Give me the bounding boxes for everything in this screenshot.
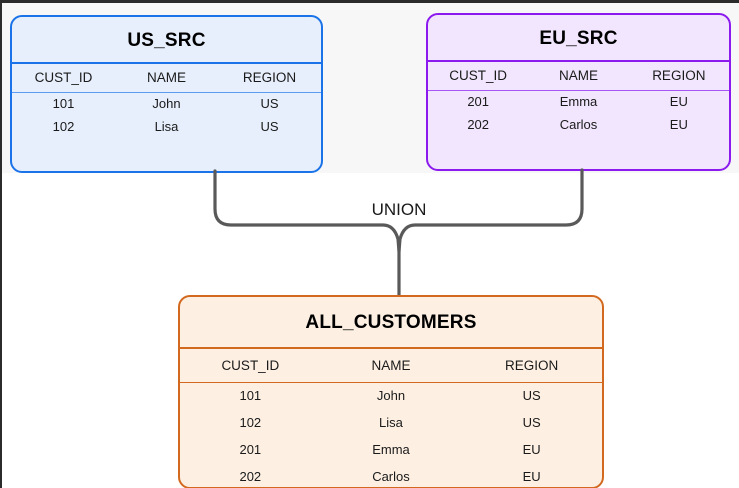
entity-title-all-customers: ALL_CUSTOMERS — [180, 297, 602, 349]
cell-cust-id: 201 — [467, 94, 490, 110]
column-header-cust-id: CUST_ID — [12, 64, 115, 93]
table-row: 202 Carlos EU — [428, 113, 729, 136]
table-row: 201 Emma EU — [180, 436, 602, 463]
table-row: 101 John US — [12, 92, 321, 115]
entity-box-us-src[interactable]: US_SRC CUST_ID NAME REGION 101 John US 1… — [10, 15, 323, 173]
cell-cust-id: 101 — [52, 96, 75, 112]
table-row: 202 Carlos EU — [180, 463, 602, 487]
cell-region: US — [260, 96, 279, 112]
table-row: 102 Lisa US — [180, 409, 602, 436]
cell-cust-id: 102 — [52, 119, 75, 134]
table-header-row: CUST_ID NAME REGION — [180, 349, 602, 383]
column-header-name: NAME — [115, 64, 218, 93]
cell-region: EU — [669, 117, 688, 132]
cell-region: US — [260, 119, 279, 134]
union-operation-label: UNION — [371, 200, 427, 219]
column-header-cust-id: CUST_ID — [180, 349, 321, 383]
cell-region: US — [522, 388, 541, 404]
cell-name: Emma — [372, 442, 410, 457]
cell-name: Lisa — [379, 415, 403, 430]
cell-cust-id: 101 — [239, 388, 262, 404]
cell-region: EU — [522, 442, 541, 457]
cell-region: EU — [522, 469, 541, 484]
cell-cust-id: 201 — [239, 442, 262, 457]
cell-cust-id: 102 — [239, 415, 262, 430]
entity-table-us-src: CUST_ID NAME REGION 101 John US 102 Lisa… — [12, 64, 321, 138]
column-header-region: REGION — [461, 349, 602, 383]
entity-table-eu-src: CUST_ID NAME REGION 201 Emma EU 202 Carl… — [428, 62, 729, 136]
cell-name: John — [376, 388, 406, 404]
column-header-region: REGION — [628, 62, 729, 91]
entity-table-all-customers: CUST_ID NAME REGION 101 John US 102 Lisa… — [180, 349, 602, 487]
entity-box-all-customers[interactable]: ALL_CUSTOMERS CUST_ID NAME REGION 101 Jo… — [178, 295, 604, 488]
table-row: 102 Lisa US — [12, 115, 321, 138]
entity-title-us-src: US_SRC — [12, 17, 321, 64]
cell-name: John — [152, 96, 181, 112]
cell-region: EU — [669, 94, 688, 110]
cell-name: Lisa — [154, 119, 179, 134]
table-header-row: CUST_ID NAME REGION — [428, 62, 729, 91]
cell-cust-id: 202 — [239, 469, 262, 484]
table-row: 101 John US — [180, 382, 602, 409]
entity-box-eu-src[interactable]: EU_SRC CUST_ID NAME REGION 201 Emma EU 2… — [426, 13, 731, 171]
table-header-row: CUST_ID NAME REGION — [12, 64, 321, 93]
column-header-name: NAME — [528, 62, 629, 91]
column-header-name: NAME — [320, 349, 462, 383]
cell-name: Emma — [559, 94, 598, 110]
entity-title-eu-src: EU_SRC — [428, 15, 729, 62]
column-header-region: REGION — [218, 64, 321, 93]
column-header-cust-id: CUST_ID — [428, 62, 529, 91]
cell-cust-id: 202 — [467, 117, 490, 132]
table-row: 201 Emma EU — [428, 90, 729, 113]
cell-name: Carlos — [372, 469, 410, 484]
cell-name: Carlos — [559, 117, 598, 132]
cell-region: US — [522, 415, 541, 430]
